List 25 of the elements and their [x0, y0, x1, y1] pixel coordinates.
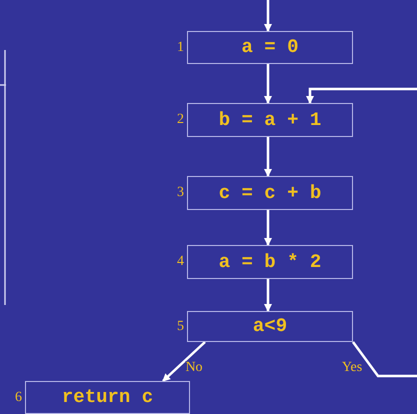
statement-box — [187, 311, 353, 342]
code-text: a = 0 — [241, 35, 298, 60]
arrow — [162, 341, 206, 382]
code-text: c = c + b — [218, 180, 322, 206]
arrow — [264, 0, 272, 32]
statement-box — [187, 31, 353, 64]
code-text: a = b * 2 — [218, 250, 322, 275]
statement-box — [187, 245, 353, 279]
arrow — [264, 279, 272, 312]
line-number: 1 — [176, 40, 184, 54]
code-text: b = a + 1 — [218, 108, 322, 133]
statement-box — [25, 381, 190, 414]
statement-box — [187, 103, 353, 137]
line-number: 4 — [176, 255, 184, 269]
arrow — [264, 64, 272, 104]
arrow — [306, 88, 417, 378]
code-text: return c — [62, 385, 154, 410]
statement-box — [187, 176, 353, 210]
arrow — [264, 210, 272, 246]
arrow — [264, 137, 272, 177]
line-number: 2 — [176, 113, 184, 127]
line-number: 5 — [176, 320, 184, 334]
code-text: a<9 — [252, 314, 288, 340]
line-number: 3 — [176, 186, 184, 200]
line-number: 6 — [14, 390, 22, 404]
